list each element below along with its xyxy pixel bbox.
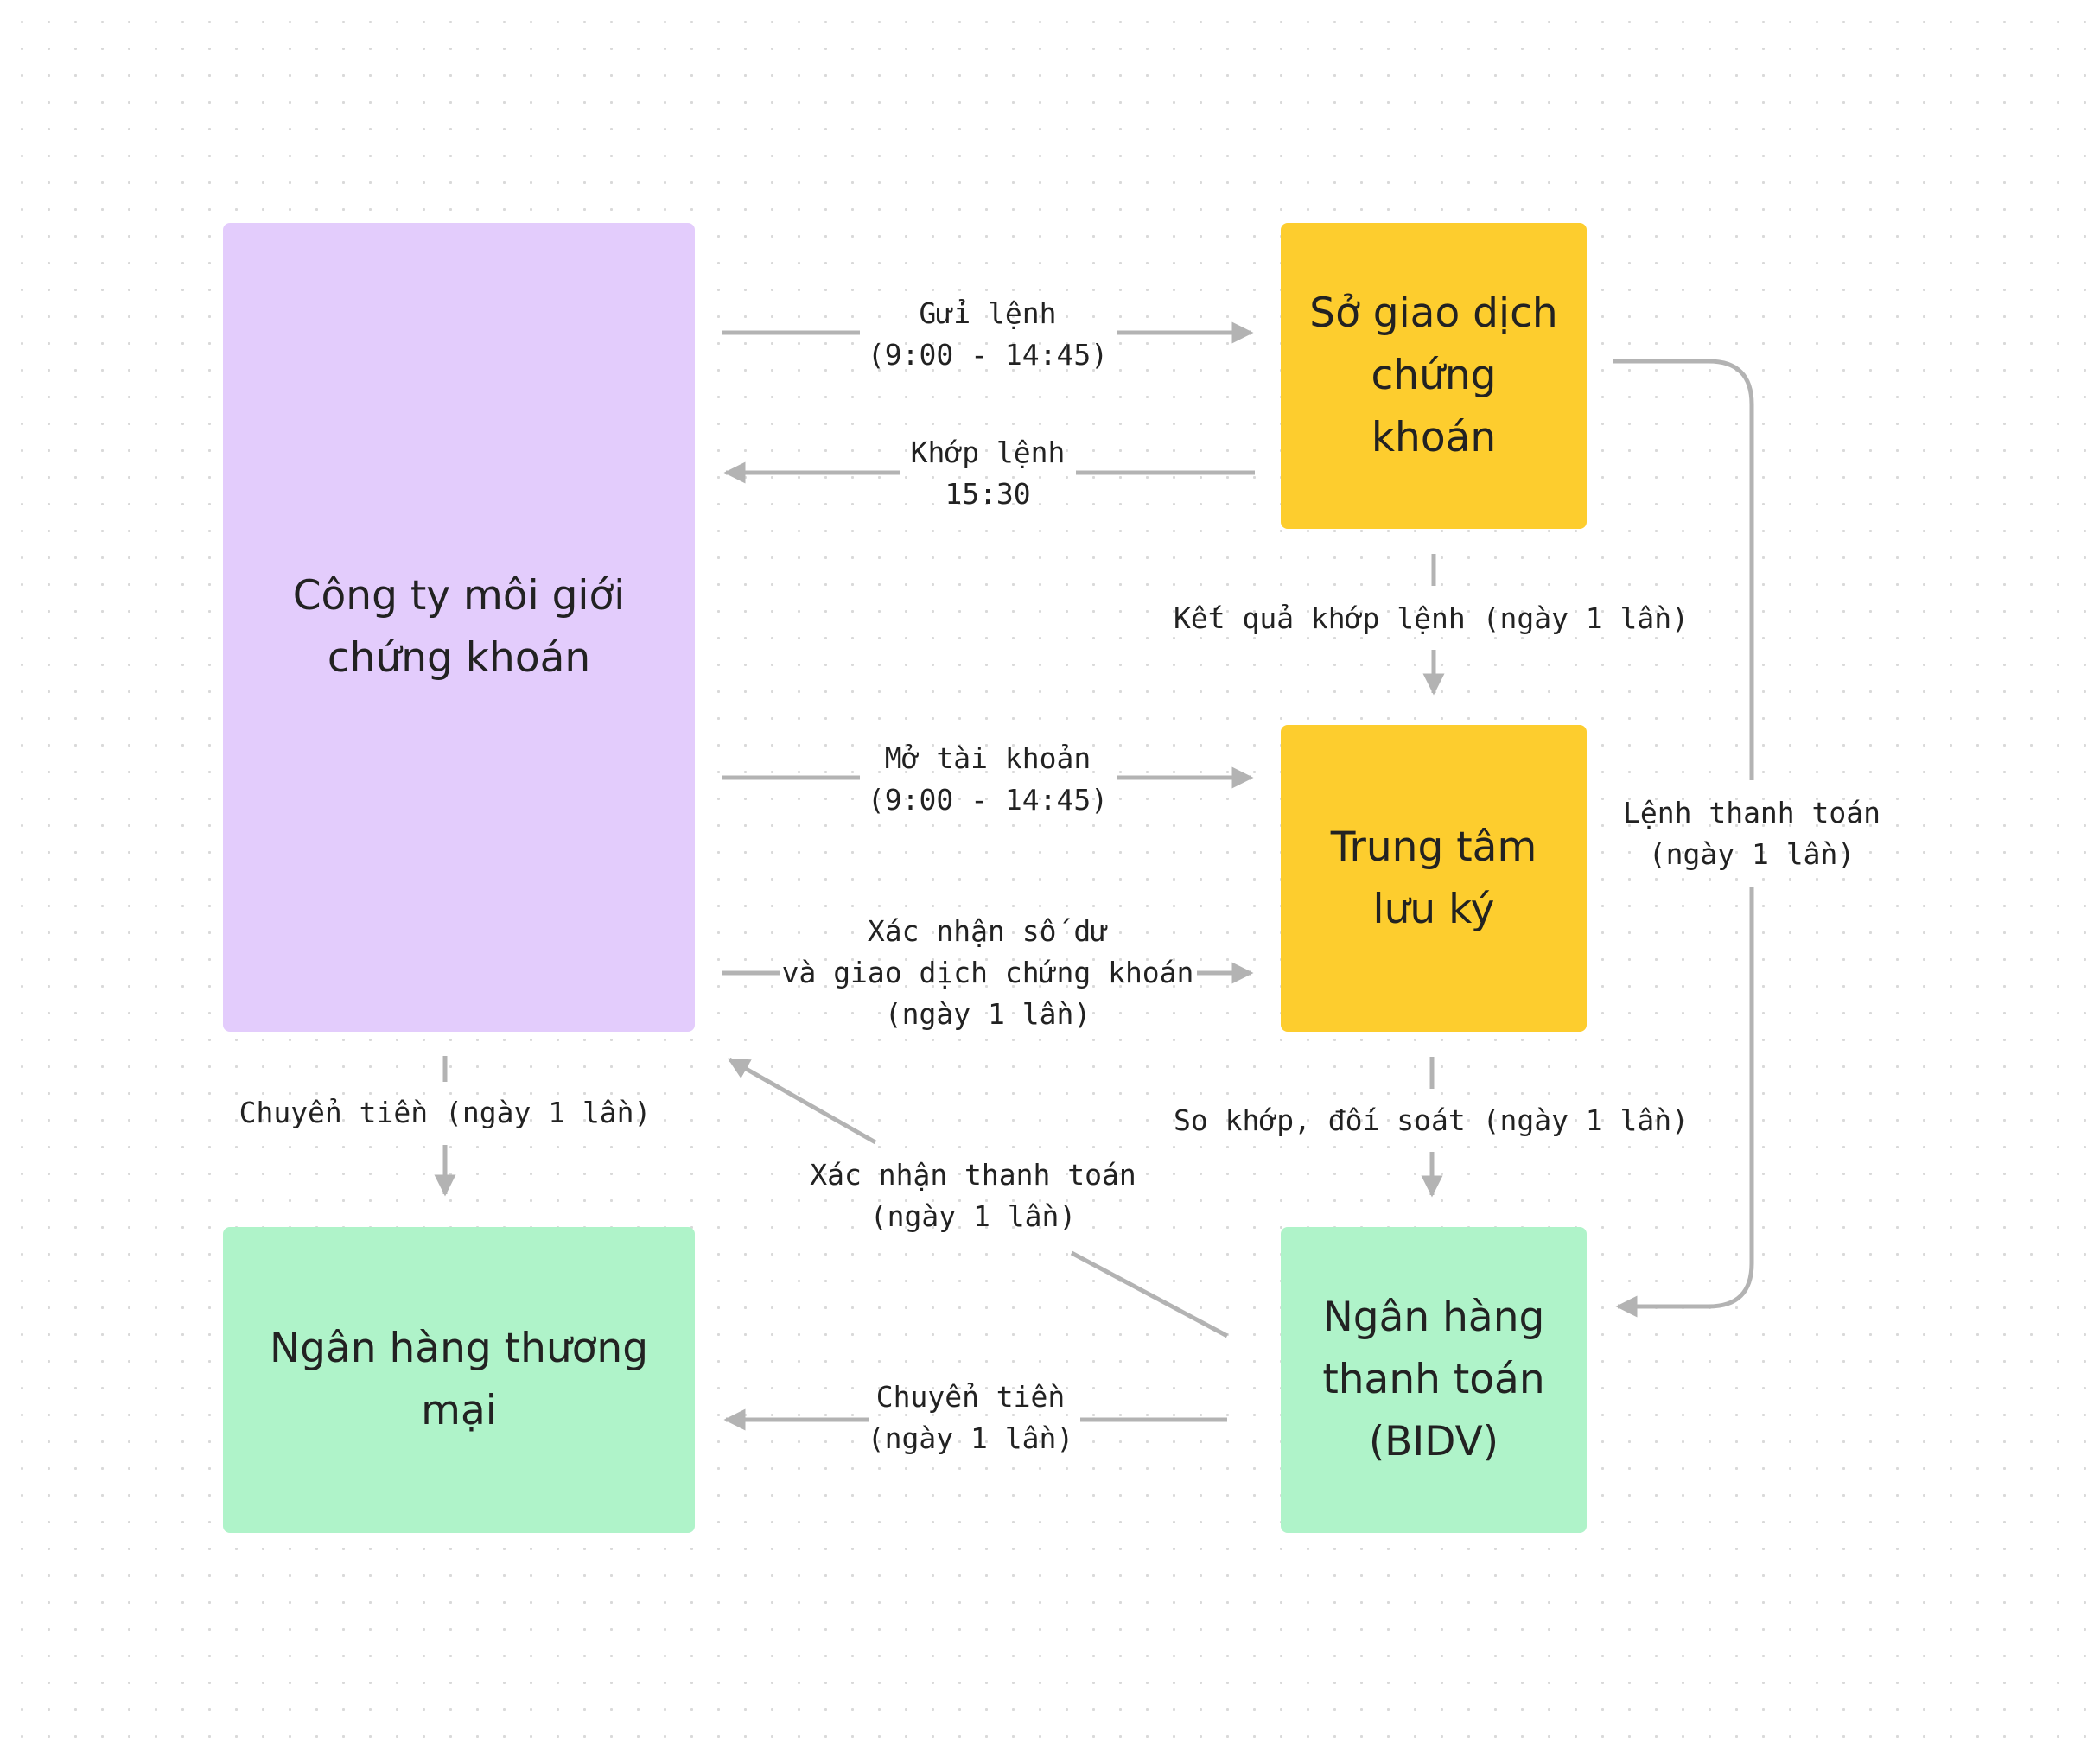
edge-payment-order-line-b <box>1615 887 1754 1318</box>
edge-confirm-payment-line-b <box>727 1057 877 1145</box>
node-exchange[interactable]: Sở giao dịch chứng khoán <box>1281 223 1587 529</box>
edge-label-open-account: Mở tài khoản (9:00 - 14:45) <box>867 741 1109 817</box>
node-broker[interactable]: Công ty môi giới chứng khoán <box>223 223 695 1032</box>
edge-label-confirm-payment: Xác nhận thanh toán (ngày 1 lần) <box>810 1158 1136 1233</box>
edge-payment-order-line-a <box>1613 359 1754 780</box>
edge-label-payment-order: Lệnh thanh toán (ngày 1 lần) <box>1622 796 1881 871</box>
edge-label-confirm-balance: Xác nhận số dư và giao dịch chứng khoán … <box>781 914 1194 1031</box>
node-commercial-bank[interactable]: Ngân hàng thương mại <box>223 1227 695 1533</box>
node-depository[interactable]: Trung tâm lưu ký <box>1281 725 1587 1032</box>
edge-label-match-result: Kết quả khớp lệnh (ngày 1 lần) <box>1173 601 1690 635</box>
edge-label-transfer-bank: Chuyển tiền (ngày 1 lần) <box>867 1380 1074 1455</box>
edge-label-reconcile: So khớp, đối soát (ngày 1 lần) <box>1173 1103 1690 1137</box>
edge-confirm-payment-line-a <box>1070 1250 1229 1338</box>
edge-label-send-order: Gửi lệnh (9:00 - 14:45) <box>867 296 1109 372</box>
edge-label-transfer-broker: Chuyển tiền (ngày 1 lần) <box>239 1096 652 1129</box>
edge-label-match-order: Khớp lệnh 15:30 <box>910 436 1066 511</box>
node-payment-bank[interactable]: Ngân hàng thanh toán (BIDV) <box>1281 1227 1587 1533</box>
